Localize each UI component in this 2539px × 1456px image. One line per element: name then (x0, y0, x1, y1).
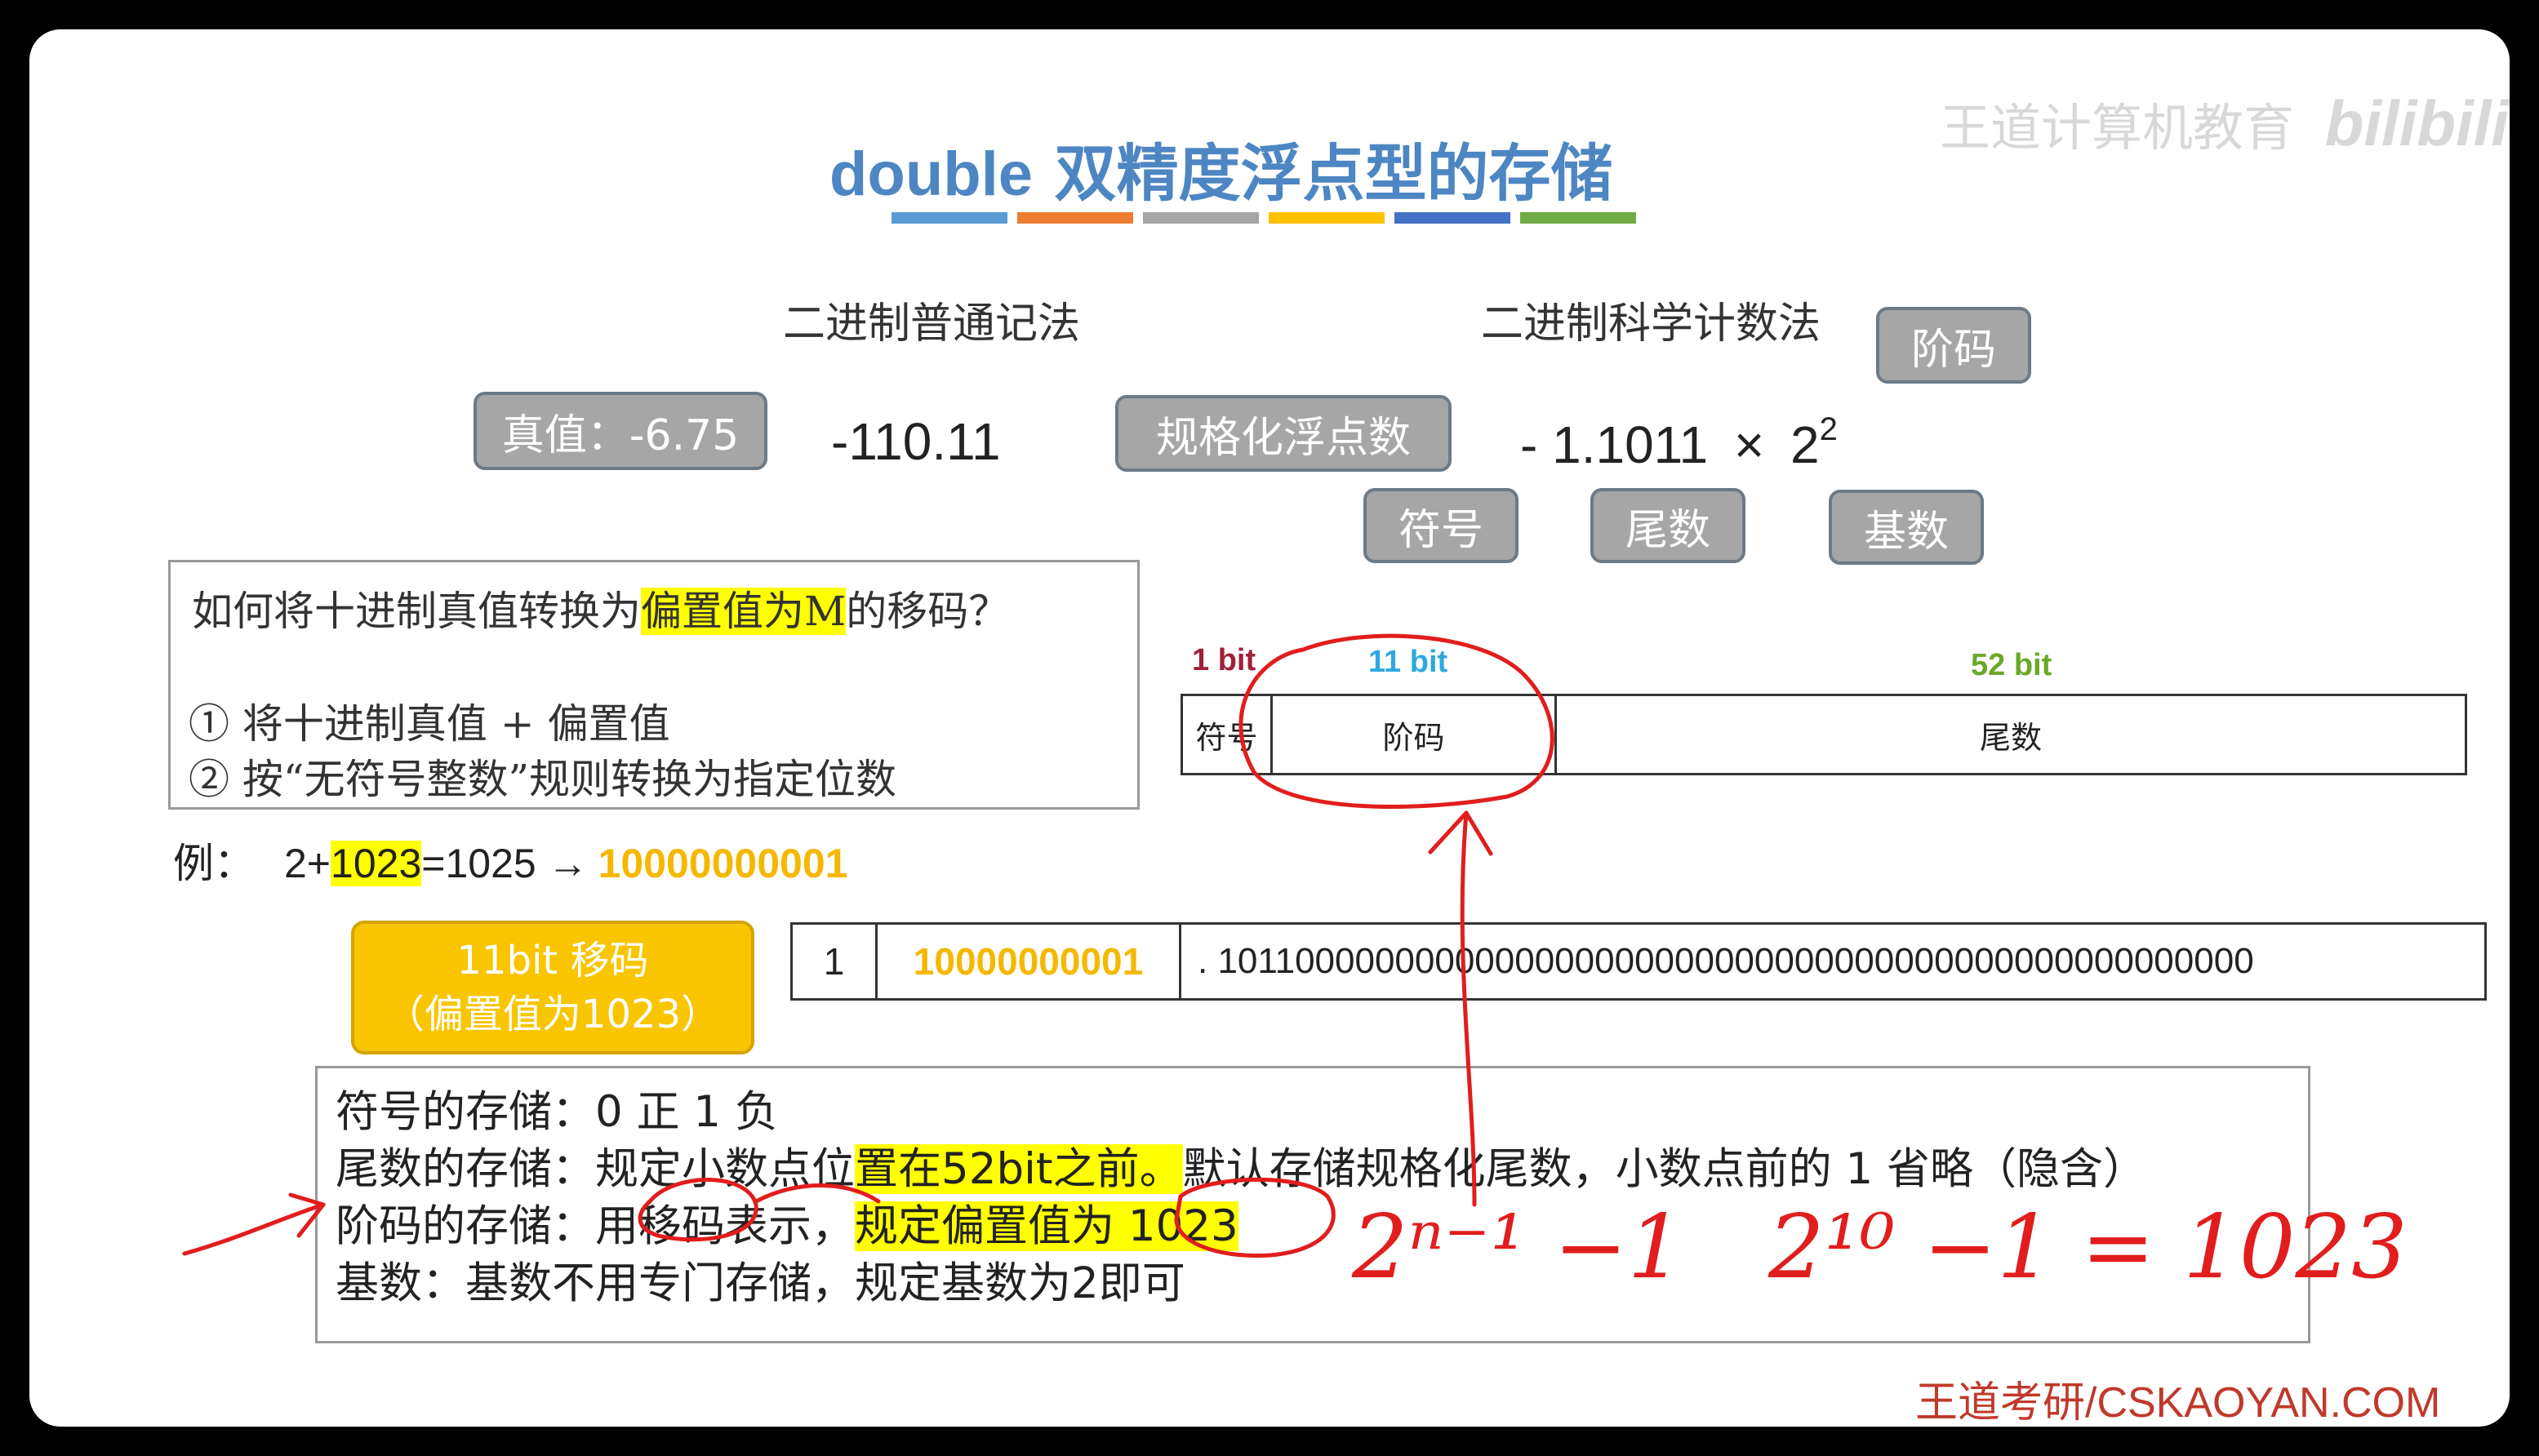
sci-exponent: 2 (1819, 411, 1838, 447)
storage-mantissa-highlight: 置在52bit之前。 (855, 1144, 1183, 1194)
question-text-post: 的移码？ (846, 588, 1010, 635)
移码-circle (638, 1178, 758, 1242)
footer-brand: 王道考研/CSKAOYAN.COM (1915, 1379, 2441, 1427)
storage-exponent-highlight: 规定偏置值为 1023 (855, 1201, 1238, 1251)
title-stripe (1017, 212, 1133, 224)
sci-sign: - (1520, 415, 1538, 474)
mantissa-callout: 尾数 (1590, 488, 1745, 563)
layout-cell-mantissa: 尾数 (1979, 719, 2042, 756)
example-highlight: 1023 (331, 841, 422, 886)
up-arrow-head (1428, 810, 1493, 856)
mantissa-callout-label: 尾数 (1625, 505, 1710, 555)
storage-mantissa-pre: 尾数的存储：规定小数点位 (336, 1144, 855, 1194)
question-step-2: ② 按“无符号整数”规则转换为指定位数 (189, 756, 897, 803)
bias-note-line-2: （偏置值为1023） (385, 992, 721, 1037)
handwritten-annotations (182, 633, 1554, 1258)
title-stripe (892, 212, 1007, 224)
bias-note-callout: 11bit 移码 （偏置值为1023） (351, 921, 754, 1054)
question-step-1: ① 将十进制真值 + 偏置值 (189, 700, 670, 748)
binary-exponent: 10000000001 (878, 925, 1181, 998)
example-prefix: 例： (173, 840, 255, 887)
example-post: =1025 → (421, 841, 589, 886)
watermark: 王道计算机教育 bilibili (1940, 87, 2509, 161)
exponent-circle (1238, 633, 1554, 809)
slide-title-latin: double (829, 140, 1034, 209)
exponent-callout: 阶码 (1876, 307, 2031, 384)
binary-row: 1 10000000001 . 101100000000000000000000… (790, 922, 2487, 1001)
slide-title-cjk: 双精度浮点型的存储 (1033, 137, 1613, 210)
conversion-question-box: 如何将十进制真值转换为偏置值为M的移码？ ① 将十进制真值 + 偏置值 ② 按“… (168, 560, 1140, 810)
bit-layout-table: 符号 阶码 尾数 (1181, 694, 2467, 775)
bias-note-line-1: 11bit 移码 (456, 938, 649, 983)
example-pre: 2+ (284, 841, 331, 886)
storage-rules-box: 符号的存储：0 正 1 负 尾数的存储：规定小数点位置在52bit之前。默认存储… (315, 1066, 2310, 1343)
question-text-highlight: 偏置值为M (641, 588, 847, 635)
true-value-label: 真值：-6.75 (501, 411, 740, 460)
binary-sign: 1 (793, 925, 878, 998)
slide: 王道计算机教育 bilibili double 双精度浮点型的存储 二进制普通记… (29, 29, 2510, 1427)
storage-mantissa-post: 默认存储规格化尾数，小数点前的 1 省略（隐含） (1182, 1144, 2147, 1194)
sci-times: × (1733, 415, 1765, 474)
value-1023-circle (1174, 1177, 1336, 1258)
storage-mantissa-line: 尾数的存储：规定小数点位置在52bit之前。默认存储规格化尾数，小数点前的 1 … (336, 1140, 2146, 1199)
storage-exponent-pre: 阶码的存储：用移码表示， (336, 1201, 855, 1251)
sci-base: 2 (1790, 415, 1820, 474)
left-arrow-head (288, 1192, 326, 1238)
scientific-value: - 1.1011 × 22 (1520, 411, 1838, 475)
handwritten-formula-2: 2¹⁰ −1 = 1023 (1768, 1196, 2408, 1298)
example-line: 例： 2+1023=1025 →10000000001 (173, 834, 847, 893)
title-stripe (1143, 212, 1259, 224)
up-arrow-line (1460, 810, 1477, 1207)
curved-connector (754, 1183, 881, 1204)
storage-base-line: 基数：基数不用专门存储，规定基数为2即可 (336, 1258, 1185, 1308)
example-result: 10000000001 (598, 841, 848, 886)
normal-value: -110.11 (831, 412, 1001, 471)
question-line: 如何将十进制真值转换为偏置值为M的移码？ (192, 579, 1009, 637)
sign-callout: 符号 (1363, 488, 1519, 563)
normalized-float-callout: 规格化浮点数 (1115, 395, 1452, 472)
left-arrow-line (182, 1202, 326, 1256)
watermark-text: 王道计算机教育 (1940, 98, 2295, 158)
binary-mantissa: . 10110000000000000000000000000000000000… (1198, 941, 2254, 981)
exponent-bit-label: 11 bit (1368, 645, 1448, 679)
bilibili-logo: bilibili (2324, 87, 2510, 159)
title-stripe (1394, 212, 1510, 224)
sci-mantissa: 1.1011 (1552, 415, 1709, 474)
base-callout: 基数 (1829, 490, 1984, 565)
normalized-float-label: 规格化浮点数 (1155, 413, 1411, 463)
handwritten-formula-1: 2ⁿ⁻¹ −1 (1352, 1196, 1684, 1298)
question-text-pre: 如何将十进制真值转换为 (192, 588, 641, 635)
heading-normal-notation: 二进制普通记法 (783, 300, 1081, 348)
layout-cell-sign: 符号 (1183, 696, 1273, 773)
exponent-callout-label: 阶码 (1910, 325, 1996, 375)
base-callout-label: 基数 (1863, 507, 1949, 557)
storage-sign-line: 符号的存储：0 正 1 负 (336, 1087, 778, 1137)
true-value-callout: 真值：-6.75 (474, 392, 767, 470)
sign-callout-label: 符号 (1398, 505, 1483, 555)
title-stripe (1520, 212, 1636, 224)
title-stripe (1269, 212, 1385, 224)
storage-exponent-line: 阶码的存储：用移码表示，规定偏置值为 1023 (336, 1197, 1238, 1256)
layout-cell-exponent: 阶码 (1273, 696, 1557, 773)
mantissa-bit-label: 52 bit (1971, 648, 2052, 682)
heading-scientific-notation: 二进制科学计数法 (1481, 300, 1821, 348)
slide-title: double 双精度浮点型的存储 (829, 123, 1613, 213)
sign-bit-label: 1 bit (1192, 643, 1256, 677)
